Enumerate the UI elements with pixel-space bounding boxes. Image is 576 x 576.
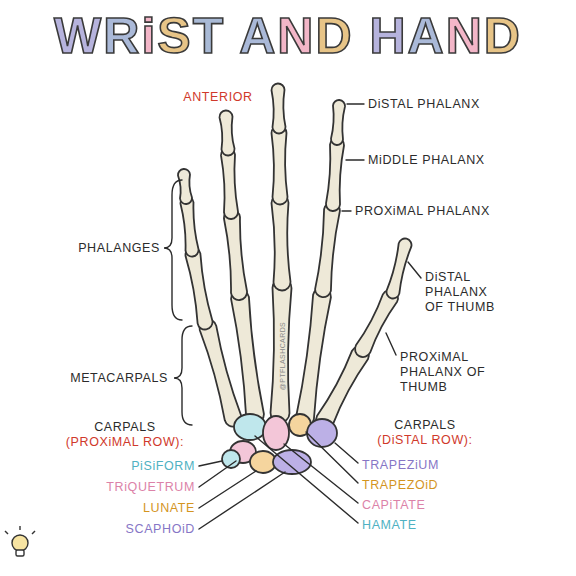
bone — [271, 83, 285, 133]
part-label: SCAPHOiD — [126, 522, 195, 537]
leader-line — [335, 443, 358, 463]
bone — [199, 319, 241, 426]
bone — [387, 239, 412, 299]
leader-line — [255, 436, 358, 523]
view-label: ANTERIOR — [183, 90, 252, 105]
bone — [271, 125, 287, 204]
leader-line — [199, 472, 285, 529]
trapezium-bone — [307, 419, 337, 447]
bone-group — [178, 83, 412, 428]
part-label: PROXiMAL PHALANX OF THUMB — [400, 350, 486, 395]
group-label: PHALANGES — [78, 241, 160, 256]
group-label: CARPALS (DiSTAL ROW): — [368, 418, 482, 448]
part-label: PiSiFORM — [131, 459, 195, 474]
bone — [219, 110, 234, 155]
part-label: DiSTAL PHALANX — [368, 97, 480, 112]
bone — [355, 290, 398, 357]
bone — [270, 279, 291, 423]
group-label: METACARPALS — [70, 371, 168, 386]
bone — [231, 290, 264, 423]
bone — [326, 138, 344, 211]
leader-line — [386, 333, 396, 355]
part-label: HAMATE — [362, 518, 417, 533]
group-label: CARPALS (PROXiMAL ROW): — [63, 420, 187, 450]
leader-line — [346, 159, 364, 160]
part-label: TRAPEZiUM — [362, 458, 439, 473]
bone — [331, 100, 345, 145]
bone — [224, 210, 247, 300]
bracket — [174, 326, 192, 425]
leader-line — [284, 444, 358, 503]
part-label: DiSTAL PHALANX OF THUMB — [425, 270, 505, 315]
part-label: CAPiTATE — [362, 498, 425, 513]
leader-line — [342, 210, 351, 211]
hamate-bone — [234, 414, 266, 440]
watermark: @PTFLASHCARDS — [278, 322, 287, 390]
part-label: PROXiMAL PHALANX — [355, 204, 490, 219]
bone — [315, 203, 340, 297]
bone — [221, 148, 238, 219]
lightbulb-icon — [5, 526, 35, 556]
leader-line — [199, 461, 236, 487]
leader-line — [347, 103, 364, 104]
leader-line — [306, 432, 358, 483]
part-label: TRAPEZOiD — [362, 478, 438, 493]
bone — [271, 194, 290, 290]
leader-line — [199, 461, 222, 466]
leader-line — [199, 471, 256, 508]
carpal-group — [222, 414, 337, 474]
scaphoid-bone — [273, 450, 311, 474]
bone — [180, 196, 198, 256]
bracket — [164, 180, 182, 320]
bone — [178, 169, 192, 204]
part-label: LUNATE — [143, 501, 195, 516]
leader-line — [408, 262, 421, 278]
title: WRiST AND HAND — [0, 6, 576, 66]
part-label: MiDDLE PHALANX — [368, 153, 485, 168]
bone — [185, 247, 212, 329]
bone — [316, 346, 369, 428]
part-label: TRiQUETRUM — [106, 480, 195, 495]
